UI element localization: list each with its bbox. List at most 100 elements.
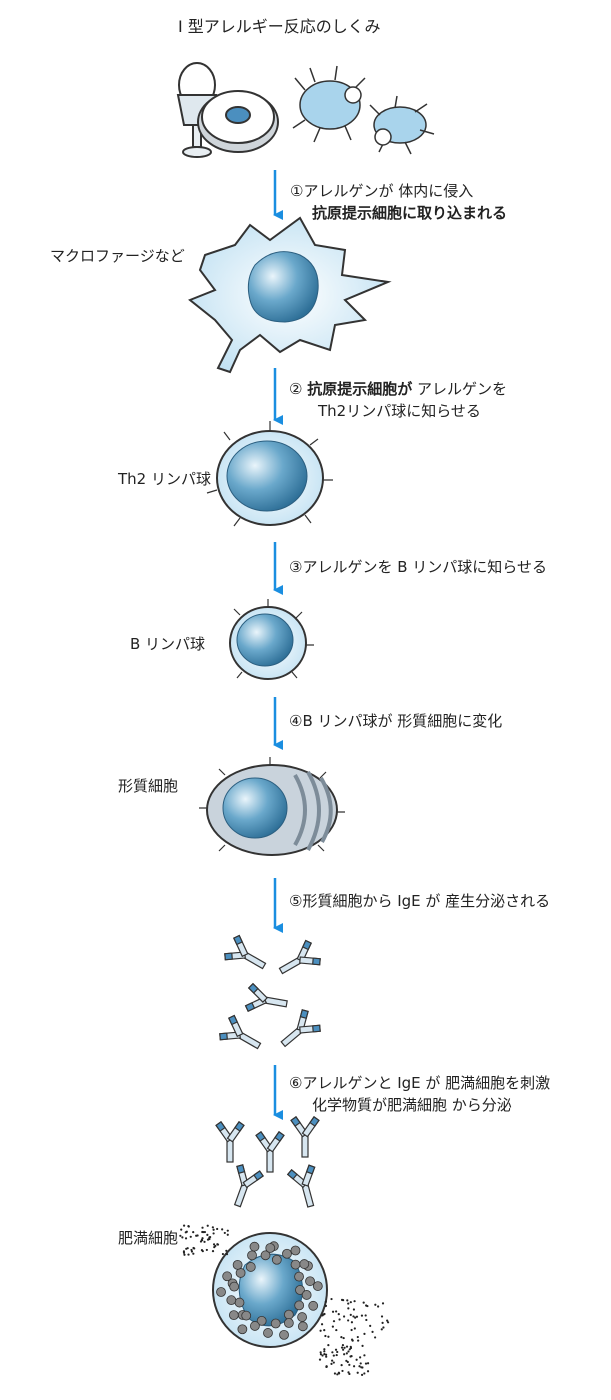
label-plasma: 形質細胞 bbox=[118, 777, 179, 795]
granule bbox=[234, 1297, 245, 1308]
step-1-line2: 抗原提示細胞に取り込まれる bbox=[312, 204, 508, 222]
mediator-dot bbox=[356, 1335, 359, 1339]
mediator-dot bbox=[319, 1351, 322, 1354]
mediator-dot bbox=[324, 1334, 327, 1338]
mediator-dot bbox=[184, 1237, 188, 1240]
step-2-line2: Th2リンパ球に知らせる bbox=[318, 402, 481, 420]
mediator-dot bbox=[342, 1336, 345, 1340]
mediator-dot bbox=[201, 1250, 204, 1253]
dust-mite-icon bbox=[292, 65, 435, 155]
mediator-dot bbox=[201, 1226, 204, 1229]
label-b-cell: B リンパ球 bbox=[130, 635, 206, 653]
mediator-dot bbox=[381, 1321, 384, 1324]
antibody-icon bbox=[219, 1014, 262, 1050]
mediator-dot bbox=[321, 1314, 324, 1317]
antibody-icon bbox=[255, 1131, 285, 1173]
mediator-dot bbox=[340, 1336, 343, 1339]
granule bbox=[301, 1290, 312, 1300]
mediator-dot bbox=[380, 1315, 384, 1318]
b-lymphocyte-cell bbox=[229, 599, 314, 680]
mediator-dot bbox=[182, 1224, 186, 1227]
mediator-dot bbox=[359, 1362, 362, 1365]
mediator-dot bbox=[356, 1371, 359, 1374]
mediator-dot bbox=[325, 1353, 328, 1356]
mediator-dot bbox=[352, 1365, 356, 1368]
mediator-dot bbox=[386, 1319, 389, 1322]
mediator-dot bbox=[214, 1244, 217, 1248]
mediator-dot bbox=[361, 1366, 364, 1369]
mediator-dot bbox=[346, 1360, 349, 1364]
mediator-dot bbox=[380, 1328, 383, 1331]
mediator-dot bbox=[212, 1243, 216, 1246]
mediator-dot bbox=[336, 1350, 339, 1354]
mediator-dot bbox=[192, 1231, 195, 1234]
mediator-dot bbox=[208, 1237, 211, 1241]
granule bbox=[245, 1262, 256, 1272]
mediator-dot bbox=[347, 1319, 350, 1322]
mediator-dot bbox=[216, 1227, 219, 1231]
mediator-dot bbox=[347, 1302, 350, 1305]
mediator-dot bbox=[366, 1304, 369, 1308]
granule bbox=[294, 1271, 304, 1282]
granule bbox=[229, 1281, 240, 1292]
mediator-dot bbox=[335, 1328, 338, 1332]
granule bbox=[305, 1276, 315, 1287]
label-th2: Th2 リンパ球 bbox=[118, 470, 211, 488]
mediator-dot bbox=[332, 1354, 335, 1357]
mediator-dot bbox=[363, 1332, 366, 1335]
mediator-dot bbox=[365, 1318, 368, 1322]
mediator-dot bbox=[369, 1324, 372, 1327]
step-2-number: ② bbox=[289, 380, 303, 398]
mediator-dot bbox=[350, 1321, 354, 1324]
granule bbox=[282, 1248, 292, 1259]
mediator-dot bbox=[323, 1348, 326, 1351]
mediator-dot bbox=[343, 1346, 346, 1349]
mediator-dot bbox=[357, 1339, 360, 1342]
granule bbox=[232, 1259, 243, 1270]
mediator-dot bbox=[360, 1314, 364, 1317]
mediator-dot bbox=[347, 1307, 350, 1310]
mediator-dot bbox=[189, 1235, 192, 1238]
mediator-dot bbox=[340, 1364, 343, 1367]
mast-cell bbox=[212, 1232, 328, 1348]
mediator-dot bbox=[200, 1238, 204, 1241]
mediator-dot bbox=[319, 1353, 323, 1356]
mediator-dot bbox=[363, 1372, 366, 1375]
mediator-dot bbox=[226, 1233, 229, 1236]
mediator-dot bbox=[386, 1321, 390, 1324]
antibody-icon bbox=[286, 1164, 316, 1208]
step-2-rest: アレルゲンを bbox=[417, 380, 508, 398]
mediator-dot bbox=[349, 1301, 352, 1304]
mediator-dot bbox=[347, 1371, 350, 1374]
mediator-dot bbox=[327, 1335, 330, 1338]
mediator-dot bbox=[331, 1351, 334, 1354]
mediator-dot bbox=[185, 1230, 188, 1233]
mediator-dot bbox=[342, 1348, 345, 1351]
granule bbox=[265, 1243, 276, 1253]
mediator-dot bbox=[187, 1253, 190, 1256]
granule bbox=[290, 1259, 301, 1270]
mediator-dot bbox=[323, 1353, 326, 1356]
granule bbox=[308, 1300, 319, 1311]
step-1-line1: ①アレルゲンが 体内に侵入 bbox=[290, 182, 474, 200]
mediator-dot bbox=[181, 1236, 184, 1239]
mediator-dot bbox=[321, 1354, 324, 1357]
granule bbox=[283, 1318, 294, 1328]
granule bbox=[241, 1310, 252, 1321]
macrophage-cell bbox=[188, 216, 392, 374]
step-2-line1: ② 抗原提示細胞が アレルゲンを bbox=[289, 378, 507, 399]
mediator-dot bbox=[341, 1369, 344, 1373]
granule bbox=[235, 1268, 246, 1278]
granule bbox=[283, 1309, 294, 1320]
step-5: ⑤形質細胞から IgE が 産生分泌される bbox=[289, 892, 551, 910]
mediator-dot bbox=[346, 1299, 349, 1302]
mediator-dot bbox=[361, 1344, 364, 1347]
mediator-dot bbox=[363, 1354, 366, 1357]
mediator-dot bbox=[347, 1350, 350, 1353]
granule bbox=[271, 1254, 282, 1265]
mediator-dot bbox=[223, 1231, 226, 1235]
granule bbox=[297, 1312, 307, 1322]
granule bbox=[294, 1300, 305, 1311]
mediator-dot bbox=[366, 1362, 370, 1365]
mediator-dot bbox=[343, 1353, 346, 1356]
